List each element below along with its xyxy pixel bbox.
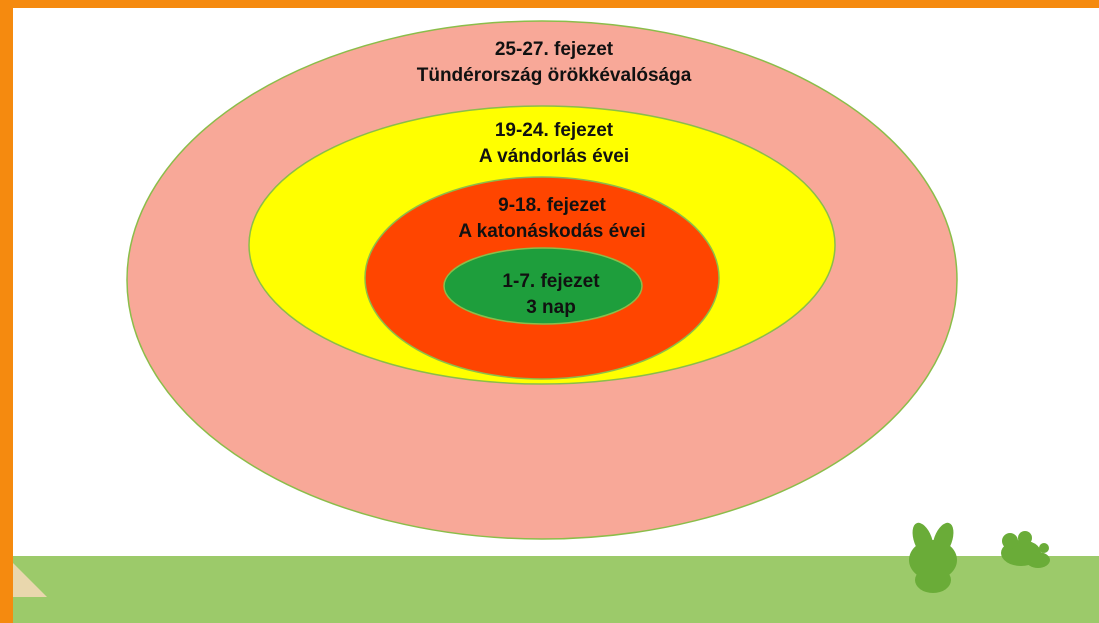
ring-inner-title: 3 nap [526, 297, 576, 318]
ring-label-outer: 25-27. fejezet Tündérország örökkévalósá… [417, 37, 692, 89]
ring-inner-chapters: 1-7. fejezet [502, 271, 600, 292]
ring-label-inner: 1-7. fejezet 3 nap [502, 269, 599, 321]
ring-third-chapters: 9-18. fejezet [498, 195, 606, 216]
ring-label-third: 9-18. fejezet A katonáskodás évei [458, 193, 645, 245]
left-frame-bar [0, 0, 13, 623]
top-frame-bar [0, 0, 1099, 8]
ring-second-title: A vándorlás évei [478, 146, 630, 167]
ring-label-second: 19-24. fejezet A vándorlás évei [479, 118, 629, 170]
ring-outer-title: Tündérország örökkévalósága [416, 65, 692, 86]
slide-canvas: 25-27. fejezet Tündérország örökkévalósá… [13, 8, 1099, 623]
rabbit-icon [909, 522, 957, 593]
frog-icon [1001, 531, 1050, 568]
critter-decorations [909, 522, 1050, 593]
ring-second-chapters: 19-24. fejezet [494, 120, 614, 141]
ring-third-title: A katonáskodás évei [458, 221, 646, 242]
ring-outer-chapters: 25-27. fejezet [494, 39, 614, 60]
concentric-ring-diagram [126, 20, 958, 540]
ring-inner [443, 247, 643, 325]
page-corner-fold [13, 563, 47, 597]
